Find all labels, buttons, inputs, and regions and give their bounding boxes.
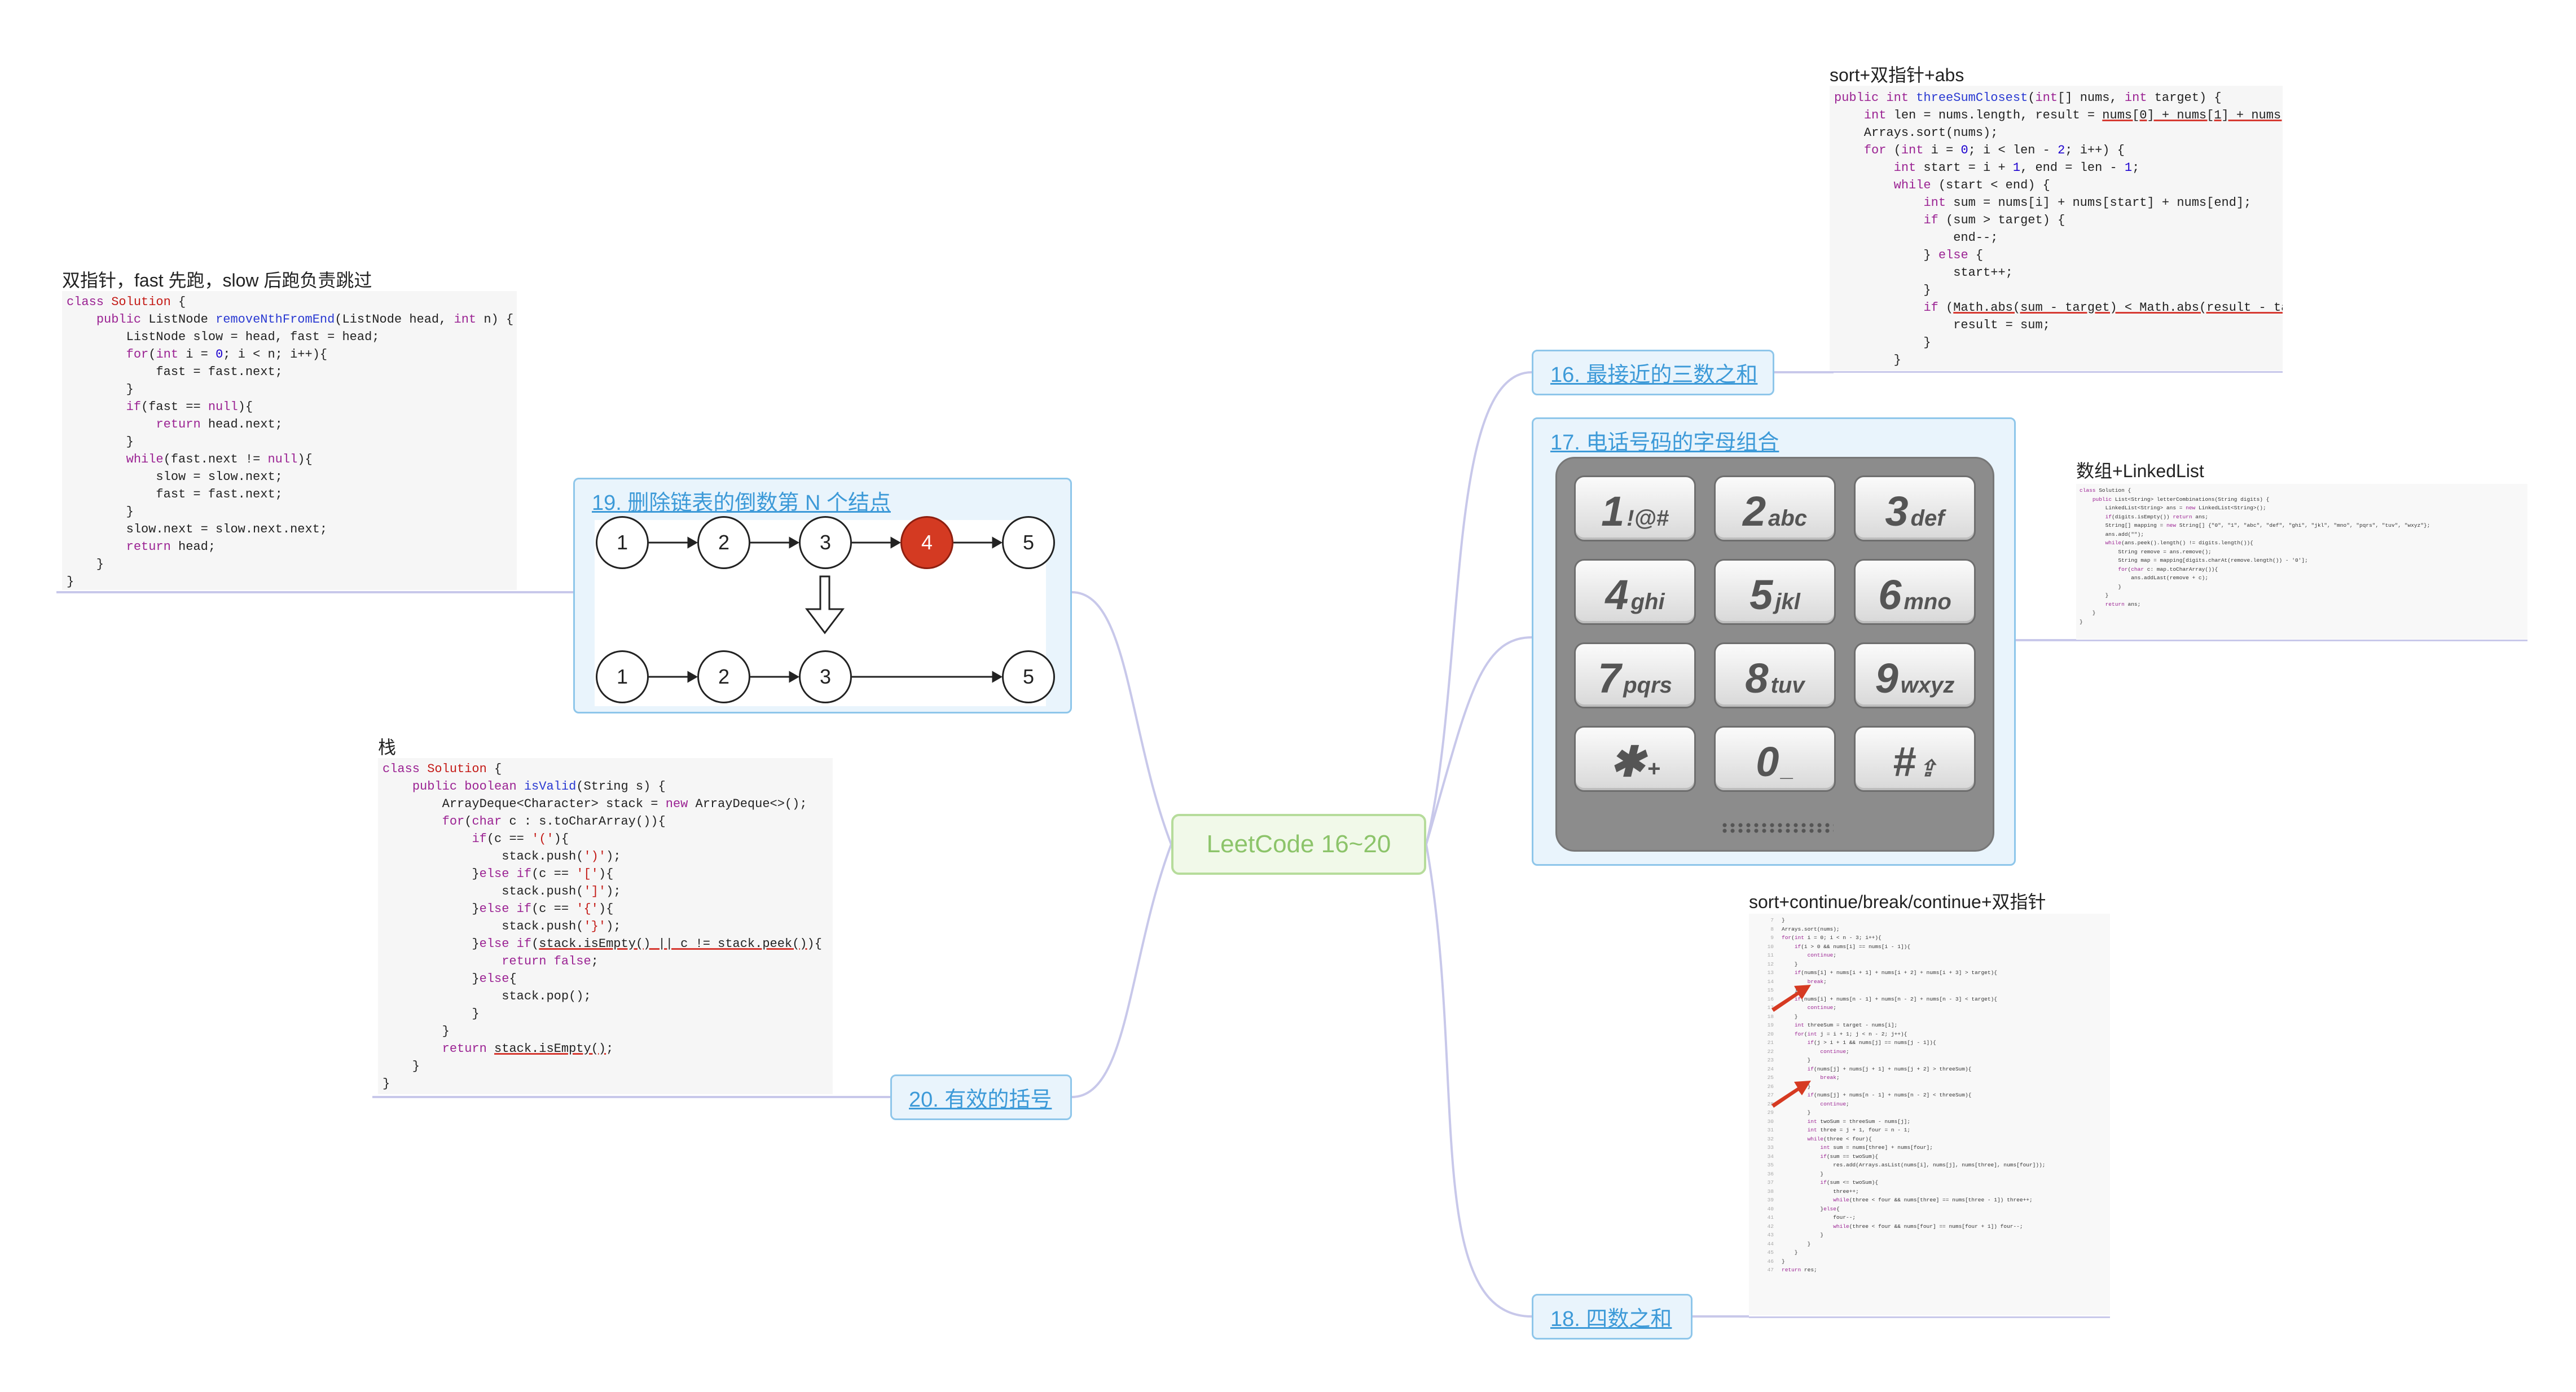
- note-17-underline: [2076, 640, 2527, 641]
- note-16-title: sort+双指针+abs: [1830, 65, 1964, 85]
- topic-16-link[interactable]: 16. 最接近的三数之和: [1550, 363, 1758, 387]
- key-1: 1!@#: [1574, 475, 1696, 541]
- note-18-title: sort+continue/break/continue+双指针: [1749, 892, 2046, 912]
- topic-18[interactable]: 18. 四数之和: [1532, 1294, 1693, 1340]
- code-block-20: class Solution { public boolean isValid(…: [378, 758, 833, 1094]
- topic-20-link[interactable]: 20. 有效的括号: [909, 1088, 1052, 1112]
- note-20-underline: [372, 1096, 890, 1098]
- note-18-underline: [1749, 1316, 2110, 1318]
- list-node: 3: [799, 516, 852, 569]
- connector-20: [1071, 844, 1172, 1098]
- list-node: 5: [1002, 516, 1055, 569]
- key-0: 0_: [1714, 726, 1836, 792]
- list-node: 1: [596, 516, 649, 569]
- list-node: 2: [697, 516, 750, 569]
- list-node: 1: [596, 650, 649, 703]
- note-20-title: 栈: [378, 737, 397, 757]
- note-16-underline: [1830, 371, 2283, 373]
- key-hash: #⇪: [1854, 726, 1976, 792]
- red-arrow-icon: [1771, 985, 1811, 1012]
- note-17-title: 数组+LinkedList: [2076, 461, 2204, 481]
- linked-list-arrows: [649, 536, 1003, 683]
- linked-list-diagram: 1 2 3 4 5 1 2 3 5: [595, 516, 1055, 706]
- topic-17-link[interactable]: 17. 电话号码的字母组合: [1550, 431, 1779, 455]
- code-block-16: public int threeSumClosest(int[] nums, i…: [1830, 86, 2283, 371]
- red-arrow-icon: [1771, 1081, 1811, 1108]
- topic-20[interactable]: 20. 有效的括号: [890, 1074, 1072, 1120]
- key-star: ✱+: [1574, 726, 1696, 792]
- down-arrow-icon: [805, 575, 845, 635]
- removed-list-node: 4: [900, 516, 953, 569]
- list-node: 5: [1002, 650, 1055, 703]
- connector-18: [1425, 844, 1532, 1318]
- code-block-17: class Solution { public List<String> let…: [2076, 484, 2527, 639]
- note-19-title: 双指针，fast 先跑，slow 后跑负责跳过: [62, 270, 372, 290]
- code-block-19: class Solution { public ListNode removeN…: [62, 291, 517, 590]
- connector-19: [1071, 591, 1172, 845]
- speaker-grille: [1721, 822, 1834, 834]
- connector-16: [1425, 371, 1532, 845]
- topic-18-link[interactable]: 18. 四数之和: [1550, 1307, 1672, 1331]
- topic-16[interactable]: 16. 最接近的三数之和: [1532, 350, 1774, 395]
- topic-19-link[interactable]: 19. 删除链表的倒数第 N 个结点: [592, 491, 891, 515]
- connector-17: [1425, 636, 1532, 845]
- list-node: 2: [697, 650, 750, 703]
- arrow-annotations-18: [1771, 985, 1811, 1108]
- note-19-underline: [56, 592, 573, 593]
- list-node: 3: [799, 650, 852, 703]
- central-topic[interactable]: LeetCode 16~20: [1171, 814, 1426, 875]
